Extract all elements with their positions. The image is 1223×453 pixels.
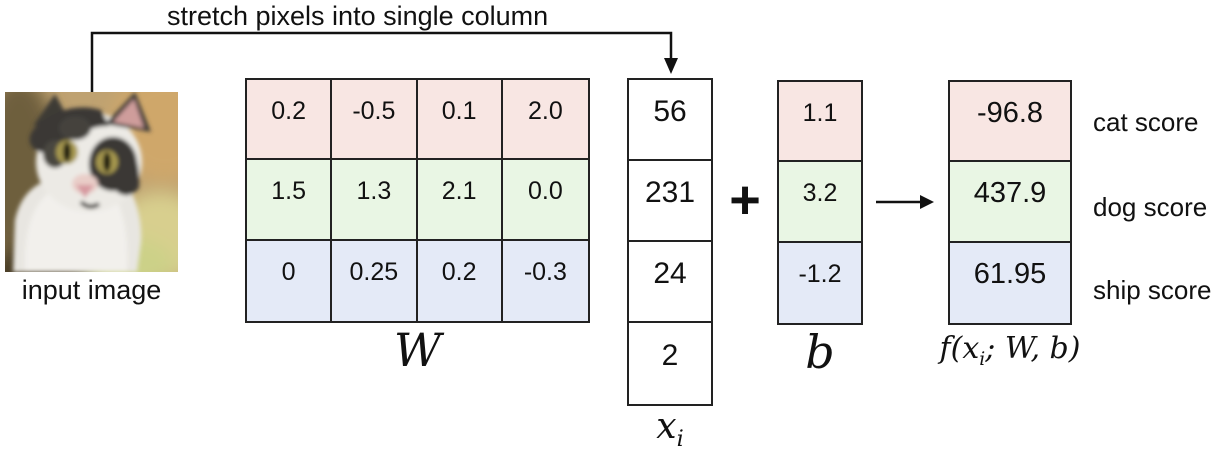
x-cell: 2 (629, 323, 711, 404)
w-cell: 0.0 (502, 160, 588, 241)
dog-score-label: dog score (1093, 192, 1208, 222)
b-cell: 1.1 (779, 82, 861, 163)
weight-matrix: 0.2 -0.5 0.1 2.0 1.5 1.3 2.1 0.0 0 0.25 … (245, 78, 590, 323)
w-cell: 2.0 (502, 80, 588, 161)
input-image (0, 72, 220, 309)
output-vector: -96.8 437.9 61.95 (948, 80, 1072, 325)
w-cell: -0.5 (332, 80, 418, 161)
bias-vector-label: b (805, 325, 835, 379)
input-image-caption: input image (21, 275, 162, 305)
w-cell: 2.1 (417, 160, 503, 241)
plus-operator: + (729, 170, 761, 230)
weight-matrix-label: W (393, 323, 442, 377)
w-cell: -0.3 (502, 240, 588, 321)
x-label-sub: i (676, 426, 684, 453)
output-vector-label: f(xi; W, b) (925, 331, 1095, 378)
w-cell: 0.1 (417, 80, 503, 161)
bias-vector: 1.1 3.2 -1.2 (777, 80, 863, 325)
w-cell: 0.2 (247, 80, 333, 161)
w-cell: 0 (247, 240, 333, 321)
ship-score-label: ship score (1093, 275, 1212, 305)
input-vector-label: xi (627, 406, 713, 453)
x-cell: 56 (629, 80, 711, 161)
w-cell: 0.2 (417, 240, 503, 321)
x-label-base: x (656, 406, 677, 447)
mapping-arrow (876, 195, 934, 209)
w-cell: 0.25 (332, 240, 418, 321)
f-label-post: ; W, b) (985, 331, 1081, 366)
b-cell: 3.2 (779, 162, 861, 243)
x-cell: 24 (629, 242, 711, 323)
score-cell: 61.95 (950, 242, 1070, 323)
input-vector: 56 231 24 2 (627, 78, 713, 406)
cat-score-label: cat score (1093, 107, 1199, 137)
x-cell: 231 (629, 161, 711, 242)
w-cell: 1.5 (247, 160, 333, 241)
score-cell: 437.9 (950, 162, 1070, 243)
f-label-sub: i (979, 349, 986, 370)
score-cell: -96.8 (950, 82, 1070, 163)
stretch-annotation: stretch pixels into single column (167, 1, 549, 31)
cat-illustration (0, 72, 220, 309)
b-cell: -1.2 (779, 242, 861, 323)
w-cell: 1.3 (332, 160, 418, 241)
f-label-pre: f(x (939, 331, 980, 366)
